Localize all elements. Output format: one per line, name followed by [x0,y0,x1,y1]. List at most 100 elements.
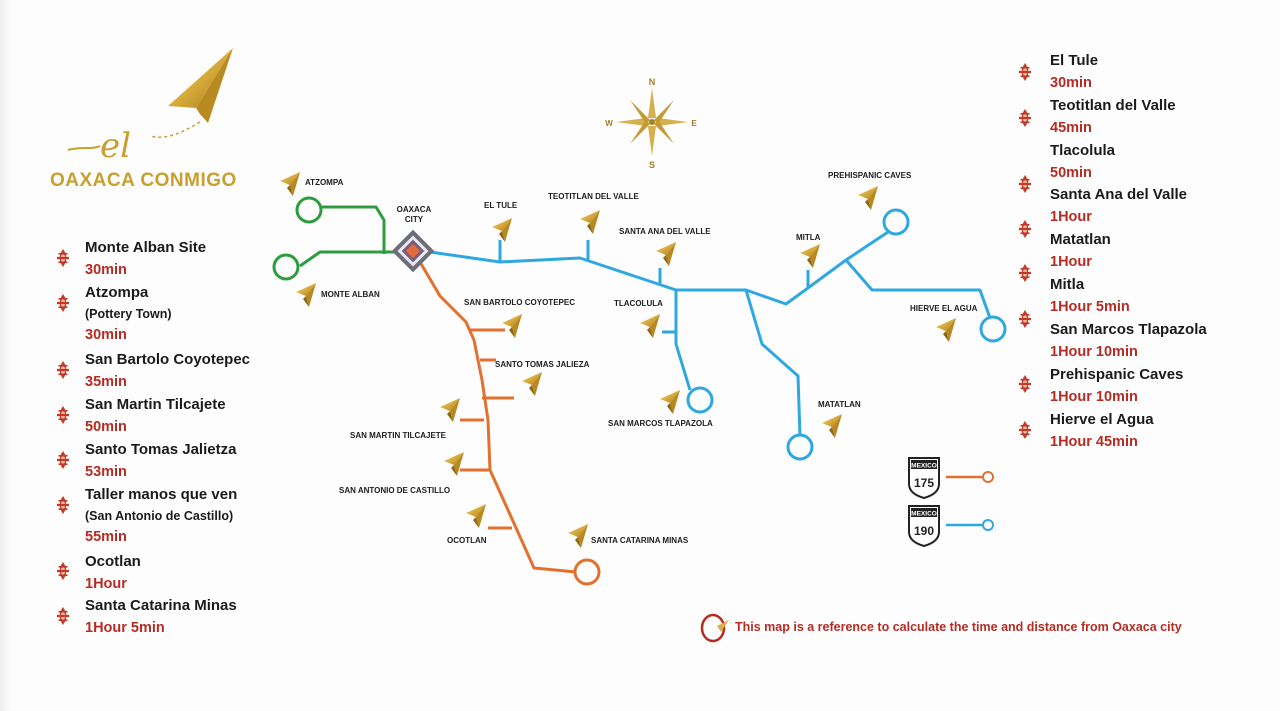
pin-prehispanic [1019,421,1031,439]
label-san-marcos: SAN MARCOS TLAPAZOLA [608,419,713,428]
label-atzompa: ATZOMPA [305,178,344,187]
label-oaxaca-city-1: OAXACA [397,205,432,214]
legend-name: Santa Ana del Valle [1050,186,1187,203]
legend-time: 30min [85,327,127,343]
legend-name: San Marcos Tlapazola [1050,321,1207,338]
pin-monte-alban [57,249,69,267]
legend-name: Prehispanic Caves [1050,366,1184,383]
compass-e: E [691,119,697,128]
legend-time: 45min [1050,120,1092,136]
label-san-bartolo: SAN BARTOLO COYOTEPEC [464,298,575,307]
legend-name: El Tule [1050,52,1099,69]
highway-175-end [982,471,994,483]
pin-santa-ana [1019,220,1031,238]
label-santa-ana: SANTA ANA DEL VALLE [619,227,711,236]
label-santo-tomas: SANTO TOMAS JALIEZA [495,360,590,369]
legend-item-atzompa: Atzompa (Pottery Town) 30min [85,284,172,344]
compass-s: S [649,160,655,170]
legend-time: 50min [85,419,127,435]
santa-catarina-plane [568,524,588,548]
legend-item-san-marcos: San Marcos Tlapazola 1Hour 10min [1050,321,1207,361]
el-tule-plane [492,218,512,242]
matatlan-plane [822,414,842,438]
label-san-antonio: SAN ANTONIO DE CASTILLO [339,486,450,495]
santa-catarina-endpoint [573,558,601,586]
pin-teotitlan [1019,109,1031,127]
pin-santo-tomas [57,451,69,469]
legend-name: San Martin Tilcajete [85,396,226,413]
legend-time: 55min [85,529,127,545]
logo-trail [149,121,201,138]
label-monte-alban: MONTE ALBAN [321,290,380,299]
pin-tlacolula [1019,175,1031,193]
legend-time: 1Hour [1050,209,1092,225]
logo-plane-body [196,48,233,123]
green-route [272,196,410,281]
compass-rose: N S E W [605,77,697,170]
legend-name: Teotitlan del Valle [1050,97,1176,114]
san-marcos-endpoint [686,386,714,414]
ocotlan-plane [466,504,486,528]
legend-name: Mitla [1050,276,1085,293]
label-ocotlan: OCOTLAN [447,536,487,545]
legend-name: Matatlan [1050,231,1111,248]
map-labels: OAXACA CITY ATZOMPA MONTE ALBAN EL TULE … [305,171,978,545]
pin-el-tule [1019,63,1031,81]
footnote: This map is a reference to calculate the… [735,620,1182,634]
atzompa-endpoint [295,196,323,224]
legend-name: Atzompa [85,284,149,301]
pin-atzompa [57,294,69,312]
pin-santa-catarina [57,607,69,625]
legend-item-santa-catarina: Santa Catarina Minas 1Hour 5min [85,597,237,637]
highway-190-number: 190 [914,524,934,538]
label-tlacolula: TLACOLULA [614,299,663,308]
legend-time: 1Hour 10min [1050,344,1138,360]
legend-item-teotitlan: Teotitlan del Valle 45min [1050,97,1176,137]
san-bartolo-plane [502,314,522,338]
santa-ana-plane [656,242,676,266]
legend-name: Santa Catarina Minas [85,597,237,614]
compass-n: N [649,77,656,87]
legend-name: Hierve el Agua [1050,411,1154,428]
legend-time: 1Hour 10min [1050,389,1138,405]
pin-san-bartolo [57,361,69,379]
pin-taller [57,496,69,514]
legend-item-ocotlan: Ocotlan 1Hour [85,553,141,593]
legend-time: 1Hour 45min [1050,434,1138,450]
legend-time: 1Hour 5min [1050,299,1130,315]
legend-item-san-bartolo: San Bartolo Coyotepec 35min [85,351,250,391]
legend-item-prehispanic: Prehispanic Caves 1Hour 10min [1050,366,1183,406]
left-legend-pins [57,249,69,625]
legend-name: Santo Tomas Jalietza [85,441,237,458]
logo-script: el [100,126,131,166]
logo-swash [67,145,101,151]
highway-175-country: MEXICO [911,463,937,470]
highway-190-shield: MEXICO 190 [908,505,940,548]
oaxaca-city-marker [391,229,435,273]
legend-time: 30min [1050,75,1092,91]
highway-legend: MEXICO 175 MEXICO 190 [908,457,994,548]
label-san-martin: SAN MARTIN TILCAJETE [350,431,447,440]
san-martin-plane [440,398,460,422]
legend-item-el-tule: El Tule 30min [1050,52,1098,92]
legend-item-tlacolula: Tlacolula 50min [1050,142,1115,182]
legend-time: 35min [85,374,127,390]
label-hierve: HIERVE EL AGUA [910,304,978,313]
blue-route [429,208,1007,461]
legend-time: 1Hour 5min [85,620,165,636]
label-el-tule: EL TULE [484,201,518,210]
logo-plane-fold [196,108,208,123]
label-mitla: MITLA [796,233,821,242]
legend-item-monte-alban: Monte Alban Site 30min [85,239,206,279]
pin-ocotlan [57,562,69,580]
legend-time: 1Hour [85,576,127,592]
footnote-logo [700,613,729,643]
label-matatlan: MATATLAN [818,400,861,409]
highway-190-end [982,519,994,531]
legend-item-hierve: Hierve el Agua 1Hour 45min [1050,411,1154,451]
label-oaxaca-city-2: CITY [405,215,424,224]
hierve-el-agua-endpoint [979,315,1007,343]
pin-mitla [1019,310,1031,328]
